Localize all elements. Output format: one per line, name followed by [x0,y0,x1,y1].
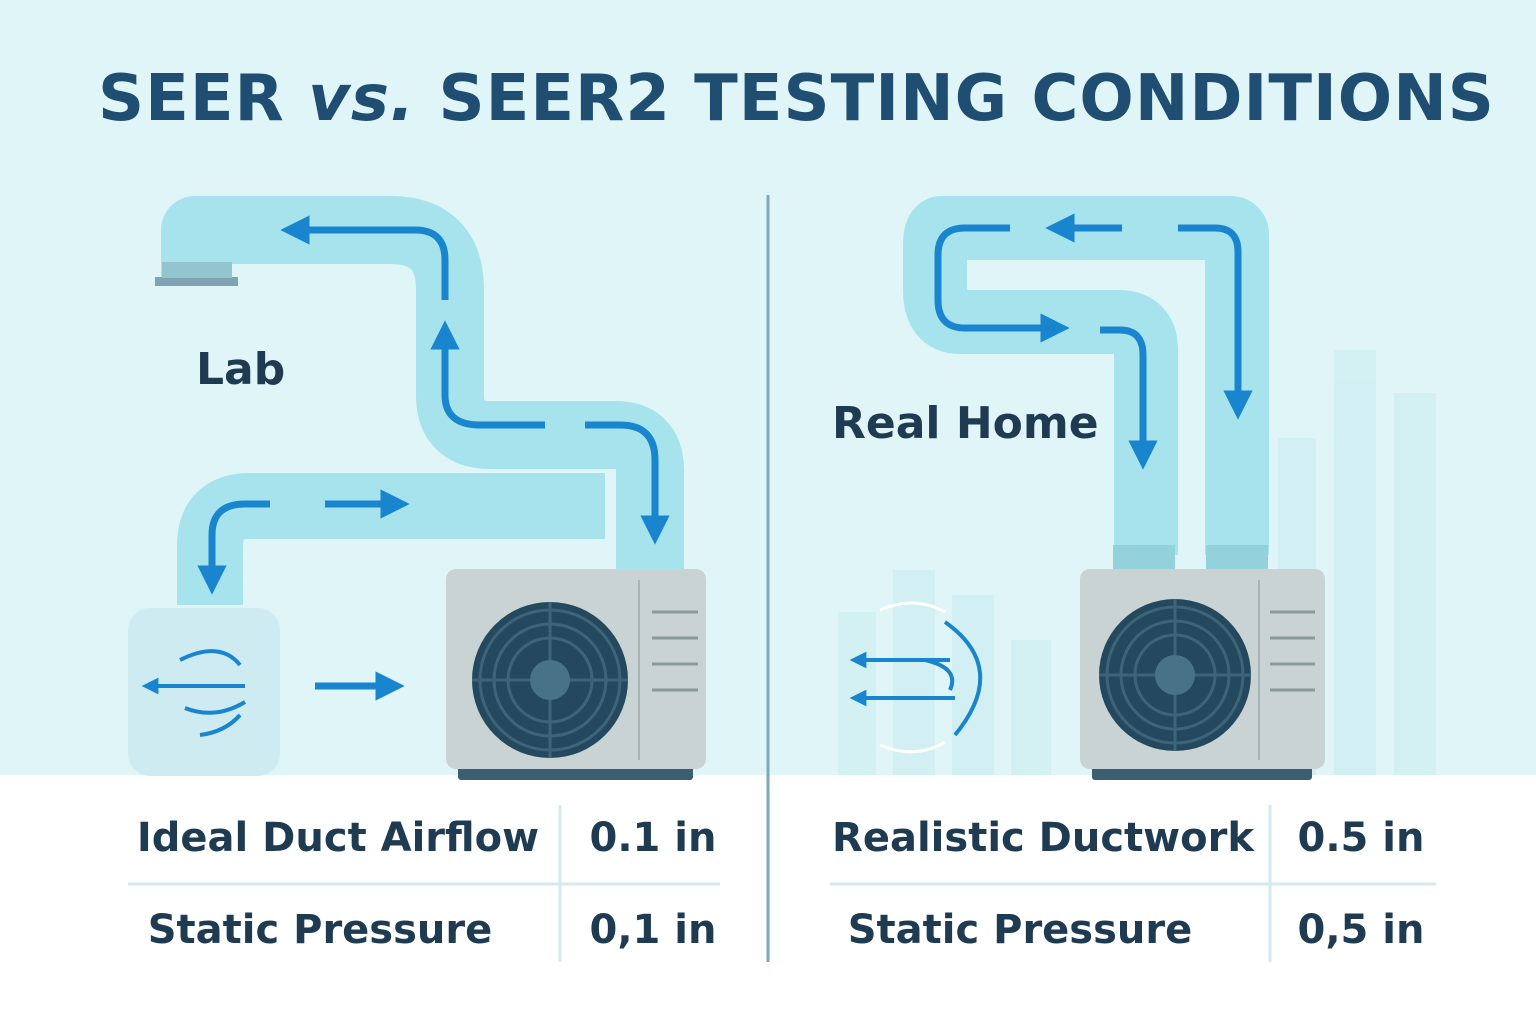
lab-label: Lab [196,344,286,395]
airflow-arrow-icon [430,320,545,429]
title-seer2: SEER2 TESTING CONDITIONS [438,62,1495,136]
air-handler-icon [128,608,280,776]
airflow-arrow-icon [585,421,670,545]
home-row2-value: 0,5 in [1297,907,1425,953]
lab-panel [128,196,706,780]
lab-condenser-unit [446,569,706,780]
airflow-arrow-icon [197,500,270,595]
lab-row1-label: Ideal Duct Airflow [136,815,540,861]
home-row1-label: Realistic Ductwork [832,815,1254,861]
lab-row2-value: 0,1 in [589,907,717,953]
title-seer: SEER [98,62,285,136]
page-title: SEER vs. SEER2 TESTING CONDITIONS [98,62,1495,136]
airflow-arrow-icon [1178,224,1253,420]
fan-icon [1099,599,1251,751]
home-panel [838,196,1436,780]
home-row2-label: Static Pressure [847,907,1193,953]
lab-table-grid [128,805,720,962]
lab-row2-label: Static Pressure [147,907,493,953]
real-home-label: Real Home [832,398,1099,449]
airflow-arrow-icon [934,224,1070,343]
home-table-grid [830,805,1436,962]
lab-row1-value: 0.1 in [589,815,717,861]
wind-icon [849,601,983,754]
fan-icon [472,602,628,758]
home-row1-value: 0.5 in [1297,815,1425,861]
airflow-arrow-icon [280,215,449,300]
airflow-arrow-icon [1100,326,1158,470]
lab-duct-vent [155,277,238,286]
title-vs: vs. [308,62,416,136]
home-condenser-unit [1080,569,1325,780]
